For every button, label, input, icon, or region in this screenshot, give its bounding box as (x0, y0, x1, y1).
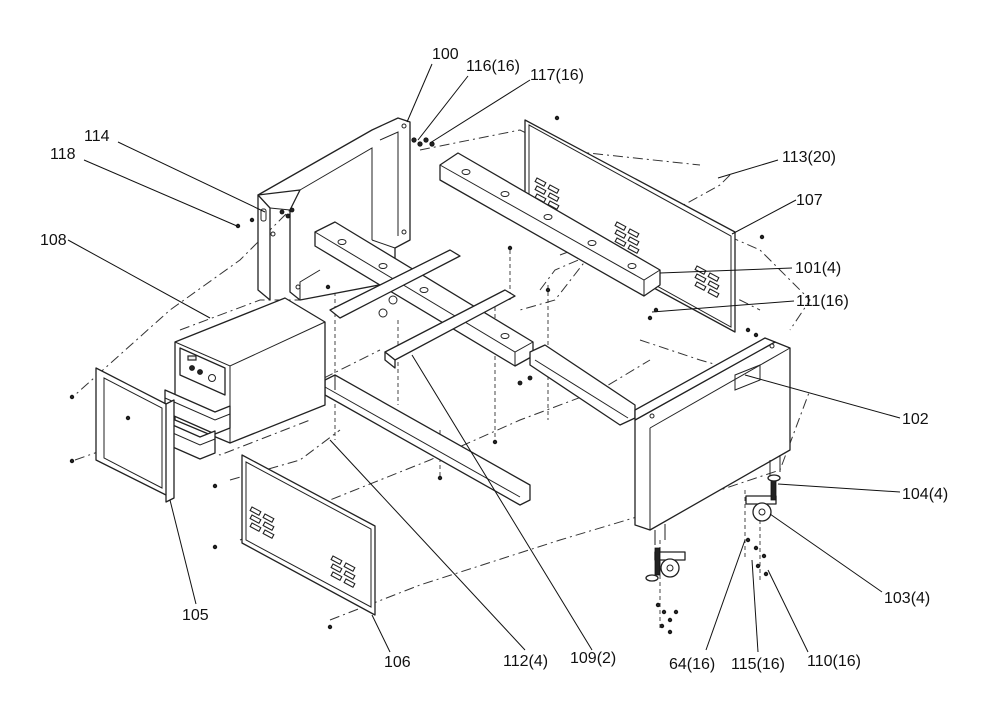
label-106: 106 (384, 654, 411, 671)
casters-and-levelers (645, 474, 781, 635)
label-112: 112(4) (503, 653, 548, 670)
label-116: 116(16) (466, 58, 520, 75)
label-107: 107 (796, 192, 823, 209)
label-111: 111(16) (796, 293, 849, 310)
rear-cross-beam (439, 152, 661, 297)
leader-lines (67, 63, 901, 653)
label-105: 105 (182, 607, 209, 624)
label-118: 118 (50, 146, 76, 163)
label-113: 113(20) (782, 149, 836, 166)
control-drawer-unit (149, 297, 326, 460)
label-101: 101(4) (795, 260, 841, 277)
right-side-leg-panel (634, 337, 791, 545)
rear-panel-vent-slots (534, 177, 720, 298)
label-104: 104(4) (902, 486, 948, 503)
part-labels: 100 116(16) 117(16) 114 118 113(20) 107 … (40, 46, 948, 673)
label-115: 115(16) (731, 656, 785, 673)
label-110: 110(16) (807, 653, 861, 670)
label-103: 103(4) (884, 590, 930, 607)
front-vent-panel (212, 454, 376, 630)
frame-fasteners (235, 137, 435, 229)
label-114: 114 (84, 128, 110, 145)
label-109: 109(2) (570, 650, 616, 667)
front-panel-vent-slots (249, 506, 356, 588)
label-64: 64(16) (669, 656, 715, 673)
label-117: 117(16) (530, 67, 584, 84)
caster-bolts (655, 537, 769, 635)
label-100: 100 (432, 46, 459, 63)
rear-vent-panel (524, 115, 765, 338)
label-102: 102 (902, 411, 929, 428)
door-frame (69, 367, 175, 503)
label-108: 108 (40, 232, 67, 249)
